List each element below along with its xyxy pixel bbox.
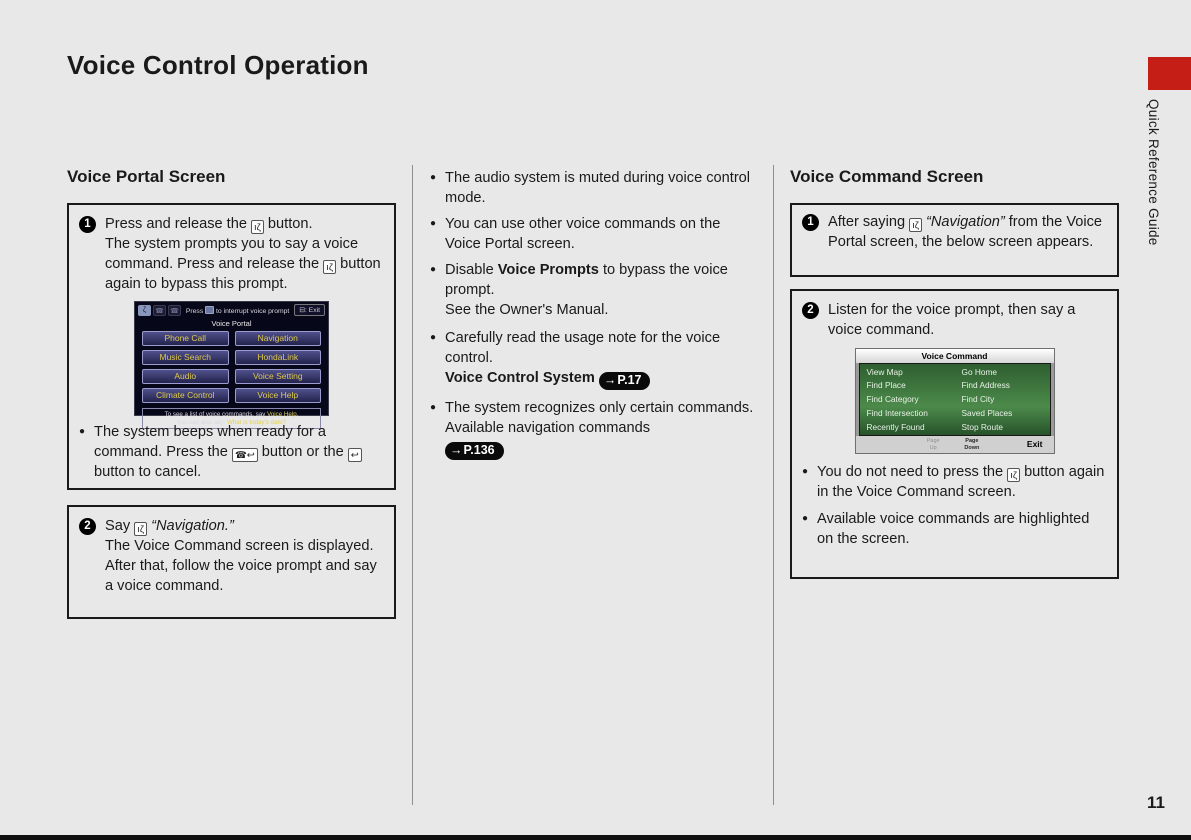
note-no-press-again: ● You do not need to press the ıζ button… — [802, 464, 1105, 500]
voice-command-step1-box: 1 After saying ıζ “Navigation” from the … — [790, 203, 1119, 277]
cmd-go-home: Go Home — [961, 366, 998, 377]
portal-command-grid: Phone Call Navigation Music Search Honda… — [135, 330, 328, 404]
cmd-find-city: Find City — [961, 394, 995, 405]
portal-btn-phone-call: Phone Call — [142, 331, 229, 346]
cmd-find-address: Find Address — [961, 380, 1010, 391]
section-label: Quick Reference Guide — [1146, 99, 1161, 246]
talk-key-icon — [205, 305, 215, 314]
phone-status-icon: ☎ — [168, 304, 181, 316]
beep-note-bullet: ● The system beeps when ready for a comm… — [79, 422, 384, 482]
note-certain-commands: ● The system recognizes only certain com… — [430, 398, 756, 460]
voice-portal-screenshot: ζ ☎ ☎ Press to interrupt voice prompt ⊟:… — [134, 301, 329, 429]
notes-column: ● The audio system is muted during voice… — [430, 168, 756, 460]
portal-hint-note: To see a list of voice commands, say Voi… — [142, 408, 321, 429]
back-button-icon: ↩ — [347, 448, 362, 462]
step-number-badge: 2 — [79, 518, 96, 535]
step-1: 1 Press and release the ıζ button. The s… — [79, 214, 384, 294]
portal-btn-hondalink: HondaLink — [234, 350, 321, 365]
talk-button-icon: ıζ — [1007, 468, 1021, 482]
portal-btn-voice-setting: Voice Setting — [234, 369, 321, 384]
step-2-text: Listen for the voice prompt, then say a … — [828, 302, 1076, 338]
portal-screen-title: Voice Portal — [211, 319, 252, 328]
step-2: 2 Say ıζ “Navigation.” The Voice Command… — [79, 516, 384, 596]
note-usage: ● Carefully read the usage note for the … — [430, 328, 756, 390]
ref-link-p136[interactable]: →P.136 — [445, 442, 504, 460]
page-title: Voice Control Operation — [67, 50, 369, 80]
ref-link-p17[interactable]: →P.17 — [598, 372, 651, 390]
talk-button-icon: ıζ — [909, 218, 922, 232]
step-2-text: Say ıζ “Navigation.” The Voice Command s… — [105, 518, 377, 594]
phone-status-icon: ☎ — [153, 304, 166, 316]
talk-status-icon: ζ — [138, 304, 151, 316]
command-exit-label: Exit — [1026, 439, 1043, 449]
portal-status-bar: ζ ☎ ☎ Press to interrupt voice prompt ⊟:… — [135, 302, 328, 316]
cmd-view-map: View Map — [866, 366, 903, 377]
step-1: 1 After saying ıζ “Navigation” from the … — [802, 212, 1107, 252]
voice-portal-heading: Voice Portal Screen — [67, 167, 226, 186]
portal-btn-music-search: Music Search — [142, 350, 229, 365]
step-1-text: Press and release the ıζ button. The sys… — [105, 216, 381, 292]
page-edge-bar — [0, 835, 1191, 840]
portal-exit-chip: ⊟: Exit — [294, 304, 325, 316]
note-other-commands: ● You can use other voice commands on th… — [430, 216, 721, 252]
bullet-icon: ● — [430, 402, 437, 413]
column-divider-2 — [773, 165, 774, 805]
cmd-stop-route: Stop Route — [961, 421, 1004, 432]
voice-portal-step1-box: 1 Press and release the ıζ button. The s… — [67, 203, 396, 490]
hang-up-back-button-icon: ☎↩ — [231, 448, 258, 462]
cmd-find-place: Find Place — [866, 380, 906, 391]
command-list: View Map Go Home Find Place Find Address… — [858, 363, 1051, 436]
bullet-icon: ● — [802, 466, 809, 477]
bullet-icon: ● — [430, 218, 437, 229]
bullet-icon: ● — [430, 264, 437, 275]
cmd-recently-found: Recently Found — [866, 421, 925, 432]
talk-button-icon: ıζ — [134, 522, 148, 536]
ref-arrow-icon: → — [450, 443, 463, 457]
portal-btn-voice-help: Voice Help — [234, 388, 321, 403]
talk-button-icon: ıζ — [323, 260, 337, 274]
voice-portal-step2-box: 2 Say ıζ “Navigation.” The Voice Command… — [67, 505, 396, 619]
note-audio-muted: ● The audio system is muted during voice… — [430, 170, 751, 206]
voice-command-step2-box: 2 Listen for the voice prompt, then say … — [790, 289, 1119, 579]
interrupt-prompt: Press to interrupt voice prompt — [185, 305, 290, 315]
ref-arrow-icon: → — [603, 373, 617, 387]
voice-command-heading: Voice Command Screen — [790, 167, 984, 186]
bullet-icon: ● — [430, 172, 437, 183]
step-number-badge: 1 — [802, 214, 819, 231]
cmd-saved-places: Saved Places — [961, 408, 1013, 419]
step-1-text: After saying ıζ “Navigation” from the Vo… — [828, 214, 1103, 250]
command-screen-title: Voice Command — [855, 349, 1054, 363]
portal-btn-audio: Audio — [142, 369, 229, 384]
bullet-icon: ● — [79, 426, 86, 437]
bullet-icon: ● — [430, 332, 437, 343]
cmd-find-category: Find Category — [866, 394, 919, 405]
section-tab — [1148, 57, 1191, 90]
note-highlighted: ● Available voice commands are highlight… — [802, 511, 1090, 547]
note-voice-prompts: ● Disable Voice Prompts to bypass the vo… — [430, 262, 728, 318]
portal-btn-navigation: Navigation — [234, 331, 321, 346]
voice-command-screenshot: Voice Command View Map Go Home Find Plac… — [854, 348, 1055, 454]
exit-icon: ⊟ — [299, 307, 305, 314]
bullet-icon: ● — [802, 513, 809, 524]
step-number-badge: 1 — [79, 216, 96, 233]
step-number-badge: 2 — [802, 302, 819, 319]
step-2: 2 Listen for the voice prompt, then say … — [802, 300, 1107, 340]
page-number: 11 — [1147, 793, 1165, 812]
portal-btn-climate-control: Climate Control — [142, 388, 229, 403]
column-divider-1 — [412, 165, 413, 805]
cmd-find-intersection: Find Intersection — [866, 408, 928, 419]
talk-button-icon: ıζ — [251, 220, 264, 234]
